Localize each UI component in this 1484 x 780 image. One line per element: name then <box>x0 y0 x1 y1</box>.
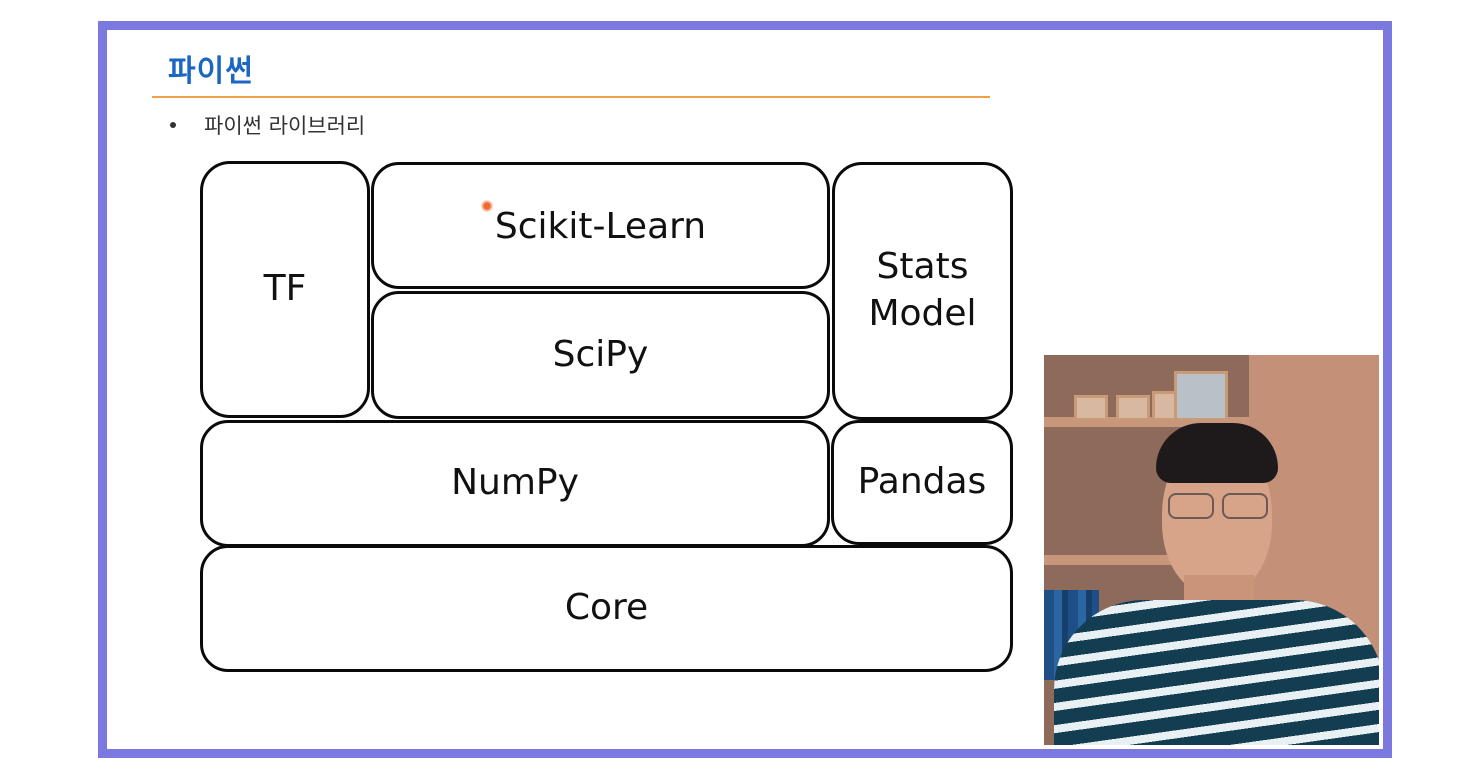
shelf-board <box>1044 555 1249 565</box>
block-tf-label: TF <box>263 268 307 310</box>
block-numpy-label: NumPy <box>451 462 579 504</box>
block-pandas-label: Pandas <box>857 461 987 503</box>
block-numpy: NumPy <box>200 420 830 547</box>
photo-frame <box>1074 395 1108 421</box>
glasses-icon <box>1168 493 1268 519</box>
bullet-item: 파이썬 라이브러리 <box>204 114 366 138</box>
block-scipy: SciPy <box>371 291 830 419</box>
bullet-dot-icon <box>170 122 176 128</box>
block-tf: TF <box>200 161 370 418</box>
block-core-label: Core <box>564 587 649 629</box>
photo-frame <box>1116 395 1150 421</box>
presenter-shirt <box>1054 600 1379 745</box>
block-core: Core <box>200 545 1013 672</box>
photo-frame <box>1174 371 1228 421</box>
title-underline <box>152 96 990 98</box>
block-statsmodel: Stats Model <box>832 162 1013 420</box>
block-scikit-learn-label: Scikit-Learn <box>494 206 707 248</box>
laser-pointer-icon <box>481 200 493 212</box>
block-pandas: Pandas <box>831 420 1013 545</box>
presenter-hair <box>1156 423 1278 483</box>
block-statsmodel-label: Stats Model <box>868 246 977 334</box>
block-scikit-learn: Scikit-Learn <box>371 162 830 289</box>
slide-title: 파이썬 <box>168 54 254 89</box>
block-scipy-label: SciPy <box>552 333 649 375</box>
webcam-video <box>1044 355 1379 745</box>
shelf-board <box>1044 417 1249 427</box>
